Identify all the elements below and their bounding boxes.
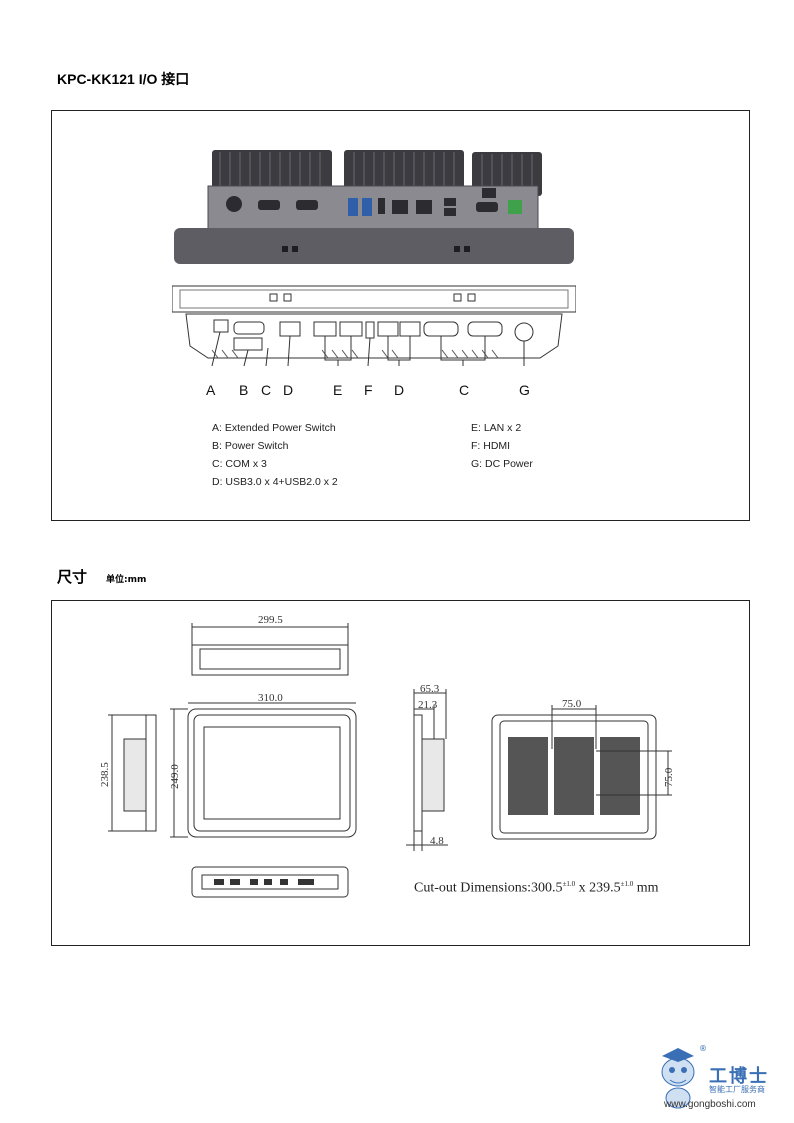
dim-side-height: 238.5: [99, 762, 111, 787]
io-line-drawing: [172, 285, 576, 367]
port-letter-d: D: [283, 382, 294, 398]
legend-b: B: Power Switch: [212, 440, 289, 452]
port-letter-a: A: [206, 382, 216, 398]
io-frame: [51, 110, 750, 521]
dim-vesa-h: 75.0: [562, 698, 582, 710]
watermark-tagline: 智能工厂服务商: [709, 1085, 765, 1094]
cutout-dimensions: Cut-out Dimensions:300.5±1.0 x 239.5±1.0…: [414, 880, 659, 896]
dim-frame: [51, 600, 750, 946]
dim-front-height: 249.0: [169, 764, 181, 789]
port-letter-d2: D: [394, 382, 405, 398]
dim-side-frame: 21.3: [418, 699, 438, 711]
port-letter-c: C: [261, 382, 272, 398]
port-letter-e: E: [333, 382, 343, 398]
dim-section-title: 尺寸: [57, 568, 88, 586]
io-section-title: KPC-KK121 I/O 接口: [57, 71, 190, 87]
legend-g: G: DC Power: [471, 458, 533, 470]
legend-a: A: Extended Power Switch: [212, 422, 336, 434]
watermark-url[interactable]: www.gongboshi.com: [664, 1099, 756, 1110]
watermark-brand: 工博士: [709, 1066, 769, 1087]
port-letter-c2: C: [459, 382, 470, 398]
registered-mark: ®: [699, 1044, 707, 1053]
dim-vesa-v: 75.0: [663, 767, 675, 787]
legend-c: C: COM x 3: [212, 458, 267, 470]
port-letter-g: G: [519, 382, 530, 398]
dim-side-depth: 65.3: [420, 683, 440, 695]
dim-unit-label: 单位:mm: [106, 575, 147, 585]
dim-side-bezel: 4.8: [430, 835, 444, 847]
port-letter-b: B: [239, 382, 249, 398]
legend-f: F: HDMI: [471, 440, 511, 452]
legend-d: D: USB3.0 x 4+USB2.0 x 2: [212, 476, 338, 488]
dimension-drawing: 299.5 310.0 249.0 238.5 65.3: [99, 614, 675, 898]
port-letter-f: F: [364, 382, 373, 398]
mascot-logo: [661, 1048, 695, 1109]
dim-front-width: 310.0: [258, 692, 283, 704]
legend-e: E: LAN x 2: [471, 422, 522, 434]
io-photo: [174, 150, 574, 264]
dim-top-width: 299.5: [258, 614, 283, 626]
